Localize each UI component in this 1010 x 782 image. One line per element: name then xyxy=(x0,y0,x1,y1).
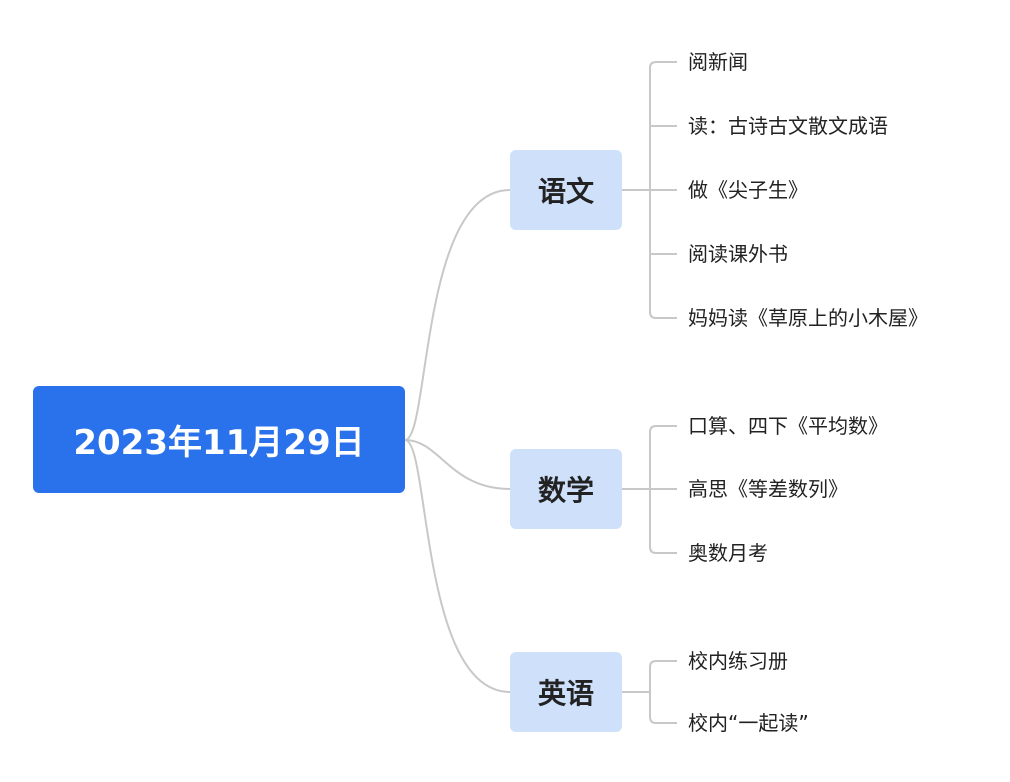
leaf-node[interactable]: 校内“一起读” xyxy=(688,711,809,735)
leaf-node[interactable]: 做《尖子生》 xyxy=(688,178,808,202)
leaf-node[interactable]: 阅新闻 xyxy=(688,50,748,74)
leaf-node[interactable]: 校内练习册 xyxy=(688,649,788,673)
connector-root-yingyu xyxy=(404,439,511,693)
root-node[interactable]: 2023年11月29日 xyxy=(33,386,405,493)
connector-root-yuwen xyxy=(404,189,511,441)
connector-yuwen-leaves xyxy=(649,61,677,319)
leaf-node[interactable]: 奥数月考 xyxy=(688,541,768,565)
leaf-node[interactable]: 读：古诗古文散文成语 xyxy=(688,114,888,138)
connector-yingyu-leaves xyxy=(649,660,677,724)
branch-node-yuwen[interactable]: 语文 xyxy=(510,150,622,230)
branch-node-yingyu[interactable]: 英语 xyxy=(510,652,622,732)
leaf-node[interactable]: 阅读课外书 xyxy=(688,242,788,266)
leaf-node[interactable]: 口算、四下《平均数》 xyxy=(688,414,888,438)
leaf-node[interactable]: 高思《等差数列》 xyxy=(688,477,848,501)
leaf-node[interactable]: 妈妈读《草原上的小木屋》 xyxy=(688,306,928,330)
connector-shuxue-leaves xyxy=(649,425,677,554)
connector-root-shuxue xyxy=(404,439,511,490)
branch-node-shuxue[interactable]: 数学 xyxy=(510,449,622,529)
